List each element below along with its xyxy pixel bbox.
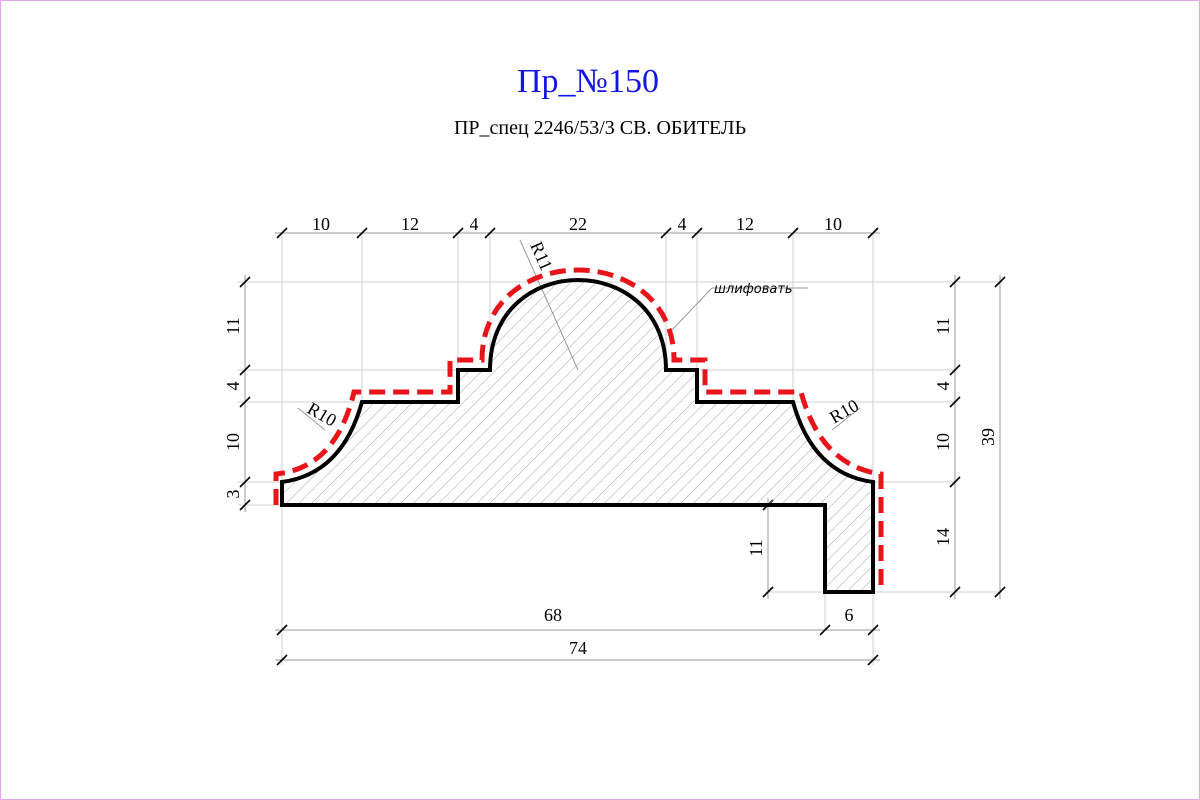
- dim-right-4: 14: [933, 528, 953, 546]
- profile-section: [280, 278, 875, 594]
- dim-radius-left: R10: [304, 398, 340, 430]
- dim-top-4: 22: [569, 214, 587, 234]
- dim-top-3: 4: [470, 214, 479, 234]
- dim-left-3: 10: [223, 433, 243, 451]
- dimension-ticks: [239, 227, 1006, 666]
- dim-overall-height: 39: [978, 428, 998, 446]
- dim-right-2: 4: [933, 382, 953, 391]
- finish-note: шлифовать: [714, 282, 793, 297]
- dim-leg-width: 6: [845, 605, 854, 625]
- dim-top-2: 12: [401, 214, 419, 234]
- dim-radius-right: R10: [826, 395, 862, 427]
- dimension-lines: [244, 232, 1001, 661]
- dim-top-7: 10: [824, 214, 842, 234]
- drawing-title: Пр_№150: [517, 63, 659, 100]
- dim-top-6: 12: [736, 214, 754, 234]
- dim-left-4: 3: [223, 490, 243, 499]
- dim-right-1: 11: [933, 317, 953, 334]
- dim-left-2: 4: [223, 382, 243, 391]
- finish-line: [273, 267, 884, 592]
- dim-left-1: 11: [223, 317, 243, 334]
- drawing-subtitle: ПР_спец 2246/53/3 СВ. ОБИТЕЛЬ: [453, 117, 747, 139]
- dim-bottom-length: 68: [544, 605, 562, 625]
- dim-radius-top: R11: [526, 238, 556, 273]
- dim-leg-height: 11: [746, 539, 766, 556]
- dim-top-1: 10: [312, 214, 330, 234]
- dim-right-3: 10: [933, 433, 953, 451]
- dim-top-5: 4: [678, 214, 687, 234]
- dim-overall-length: 74: [569, 638, 587, 658]
